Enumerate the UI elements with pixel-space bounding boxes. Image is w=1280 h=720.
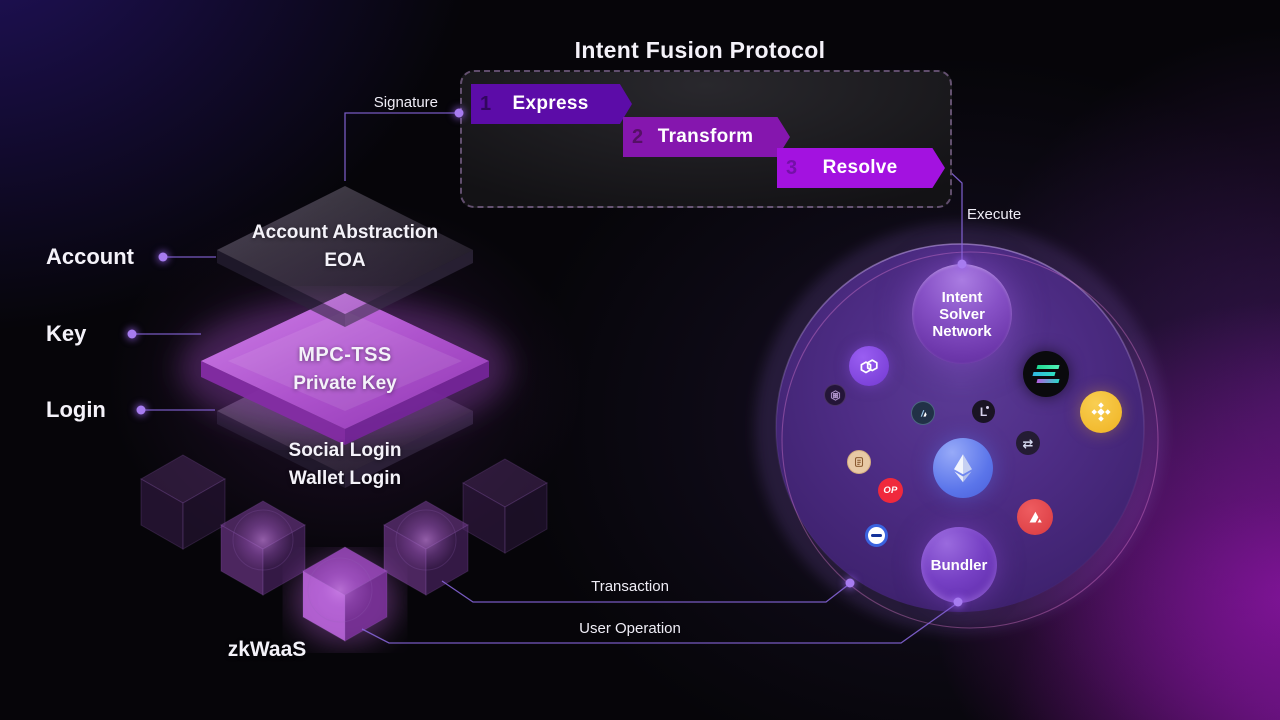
polygon-icon [849, 346, 889, 386]
intent-solver-network-node: Intent Solver Network [912, 264, 1012, 364]
cube-mid-right [382, 500, 470, 596]
step-resolve: 3 Resolve [777, 148, 945, 188]
eth-glyph [954, 454, 972, 483]
page-title: Intent Fusion Protocol [574, 37, 826, 63]
social-login-label: Social Login [288, 440, 402, 461]
execute-label: Execute [967, 206, 1022, 223]
bundler-label: Bundler [930, 556, 988, 574]
key-label: Key [46, 321, 87, 346]
user-operation-dot [953, 597, 963, 607]
step-label: Transform [657, 126, 754, 147]
eoa-label: EOA [324, 250, 366, 271]
solana-icon [1023, 351, 1069, 397]
l-dot-dot [986, 406, 989, 409]
step-transform: 2 Transform [623, 117, 790, 157]
scroll-icon [847, 450, 871, 474]
scroll-glyph [854, 457, 864, 467]
account-dot [158, 252, 168, 262]
step-number: 2 [632, 125, 644, 148]
cube-dark-left [139, 454, 227, 550]
zkwaas-label: zkWaaS [227, 638, 307, 661]
l-dot-icon: L [972, 400, 995, 423]
ethereum-icon [933, 438, 993, 498]
hub-line: Solver [939, 305, 985, 323]
bundler-node: Bundler [921, 527, 997, 603]
transaction-label: Transaction [591, 578, 669, 595]
mpc-tss-label: MPC-TSS [298, 344, 392, 366]
arbitrum-glyph [920, 409, 927, 417]
signature-label: Signature [373, 94, 438, 111]
transaction-dot [845, 578, 855, 588]
login-slab [217, 347, 473, 488]
cube-mid-left [219, 500, 307, 596]
hub-line: Network [932, 322, 992, 340]
login-label: Login [46, 397, 106, 422]
step-label: Resolve [822, 157, 898, 178]
binance-icon [1080, 391, 1122, 433]
account-label: Account [46, 244, 134, 269]
step-express: 1 Express [471, 84, 632, 124]
user-operation-label: User Operation [579, 620, 681, 637]
wallet-login-label: Wallet Login [288, 468, 402, 489]
op-glyph: OP [883, 485, 898, 496]
account-abstraction-label: Account Abstraction [251, 222, 439, 243]
hex-grid-glyph [830, 389, 840, 401]
key-slab [201, 293, 489, 445]
optimism-icon: OP [878, 478, 903, 503]
step-label: Express [512, 93, 589, 114]
login-dot [136, 405, 146, 415]
hub-line: Intent [941, 288, 983, 306]
zk-circle-icon [865, 524, 888, 547]
arbitrum-icon [911, 401, 935, 425]
signature-line [344, 112, 455, 181]
cube-dark-right [461, 458, 549, 554]
key-dot [127, 329, 137, 339]
hex-grid-icon [824, 384, 846, 406]
avax-glyph [1029, 511, 1042, 523]
step-number: 3 [786, 156, 798, 179]
bnb-glyph [1091, 402, 1111, 422]
step-number: 1 [480, 92, 492, 115]
execute-dot [957, 259, 967, 269]
polygon-glyph [860, 359, 878, 374]
avalanche-icon [1017, 499, 1053, 535]
cube-bright-center [292, 546, 398, 645]
private-key-label: Private Key [293, 373, 397, 394]
signature-dot [454, 108, 464, 118]
swap-arrows-icon: ⇄ [1016, 431, 1040, 455]
